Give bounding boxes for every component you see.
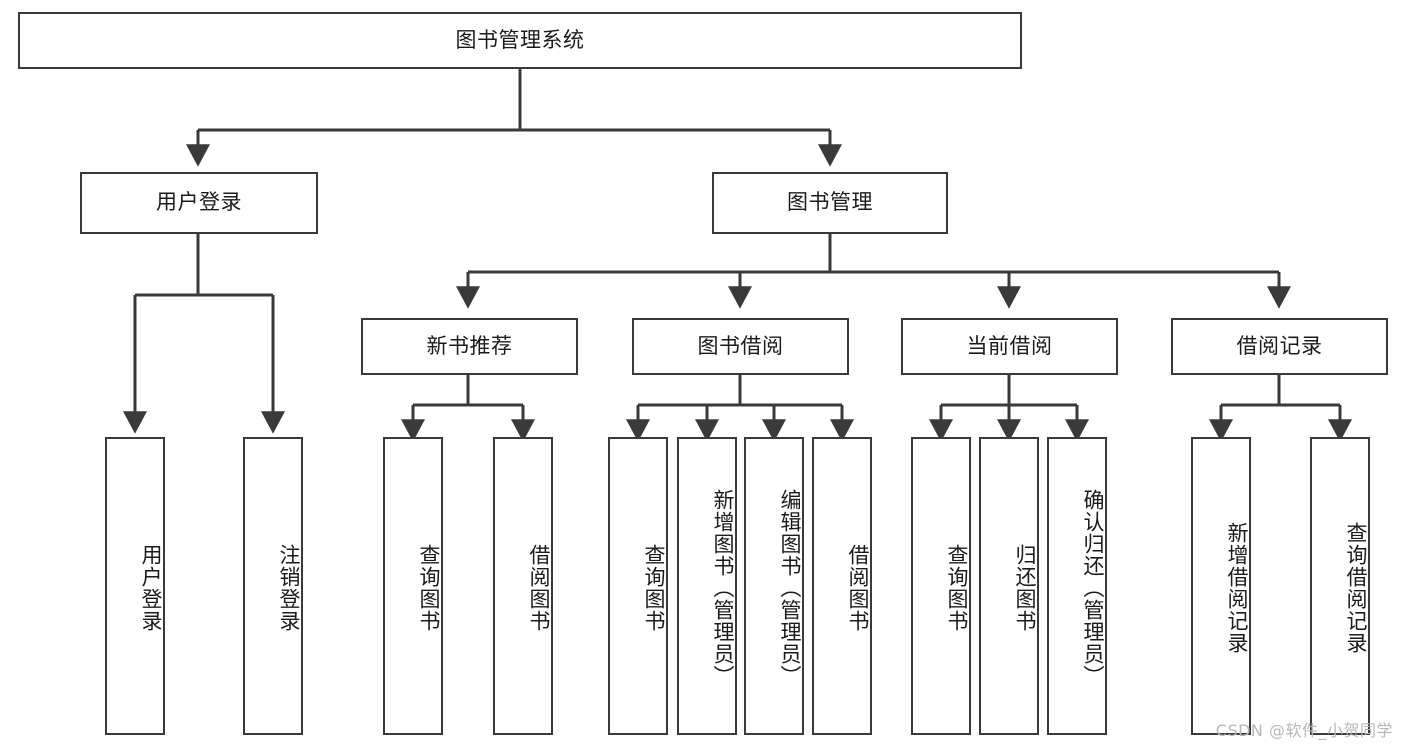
leaf-user-login-label: 用户登录 xyxy=(139,544,163,632)
leaf-add-book[interactable]: 新增图书（管理员） xyxy=(677,437,737,735)
leaf-query-record[interactable]: 查询借阅记录 xyxy=(1310,437,1370,735)
node-book-manage[interactable]: 图书管理 xyxy=(712,172,948,234)
leaf-query-record-label: 查询借阅记录 xyxy=(1344,522,1368,654)
node-book-borrow[interactable]: 图书借阅 xyxy=(632,318,849,375)
leaf-add-book-label: 新增图书（管理员） xyxy=(711,489,735,687)
leaf-borrow-book-1-label: 借阅图书 xyxy=(527,544,551,632)
node-user-login[interactable]: 用户登录 xyxy=(80,172,318,234)
leaf-query-book-1-label: 查询图书 xyxy=(417,544,441,632)
node-new-book-recommend[interactable]: 新书推荐 xyxy=(361,318,578,375)
leaf-query-book-2-label: 查询图书 xyxy=(642,544,666,632)
leaf-user-login[interactable]: 用户登录 xyxy=(105,437,165,735)
leaf-confirm-return[interactable]: 确认归还（管理员） xyxy=(1047,437,1107,735)
node-root-system[interactable]: 图书管理系统 xyxy=(18,12,1022,69)
leaf-user-logout-label: 注销登录 xyxy=(277,544,301,632)
leaf-add-record[interactable]: 新增借阅记录 xyxy=(1191,437,1251,735)
node-root-system-label: 图书管理系统 xyxy=(455,27,585,52)
leaf-confirm-return-label: 确认归还（管理员） xyxy=(1081,489,1105,687)
leaf-edit-book[interactable]: 编辑图书（管理员） xyxy=(744,437,804,735)
leaf-query-book-2[interactable]: 查询图书 xyxy=(608,437,668,735)
node-borrow-record[interactable]: 借阅记录 xyxy=(1171,318,1388,375)
node-user-login-label: 用户登录 xyxy=(156,190,242,215)
node-new-book-recommend-label: 新书推荐 xyxy=(426,333,513,358)
leaf-borrow-book-1[interactable]: 借阅图书 xyxy=(493,437,553,735)
leaf-borrow-book-2-label: 借阅图书 xyxy=(846,544,870,632)
leaf-query-book-1[interactable]: 查询图书 xyxy=(383,437,443,735)
csdn-watermark: CSDN @软件_小贺同学 xyxy=(1215,721,1393,740)
leaf-query-book-3-label: 查询图书 xyxy=(945,544,969,632)
node-current-borrow[interactable]: 当前借阅 xyxy=(901,318,1118,375)
leaf-return-book-label: 归还图书 xyxy=(1013,544,1037,632)
leaf-user-logout[interactable]: 注销登录 xyxy=(243,437,303,735)
node-borrow-record-label: 借阅记录 xyxy=(1236,333,1323,358)
node-current-borrow-label: 当前借阅 xyxy=(966,333,1053,358)
node-book-manage-label: 图书管理 xyxy=(787,190,873,215)
node-book-borrow-label: 图书借阅 xyxy=(697,333,784,358)
leaf-return-book[interactable]: 归还图书 xyxy=(979,437,1039,735)
leaf-add-record-label: 新增借阅记录 xyxy=(1225,522,1249,654)
leaf-query-book-3[interactable]: 查询图书 xyxy=(911,437,971,735)
leaf-borrow-book-2[interactable]: 借阅图书 xyxy=(812,437,872,735)
leaf-edit-book-label: 编辑图书（管理员） xyxy=(778,489,802,687)
